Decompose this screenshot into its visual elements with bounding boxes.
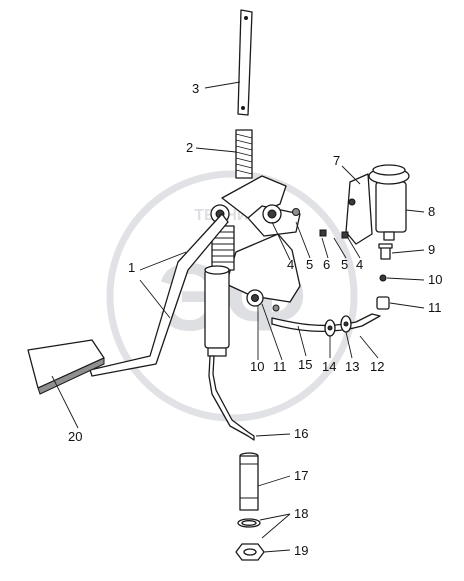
part-rod bbox=[237, 9, 253, 116]
part-nut bbox=[235, 543, 265, 561]
callout-label: 7 bbox=[333, 153, 340, 168]
part-fittings bbox=[319, 229, 393, 310]
part-reservoir-bracket bbox=[345, 173, 373, 245]
callout-label: 20 bbox=[68, 429, 82, 444]
callout-label: 16 bbox=[294, 426, 308, 441]
callout-label: 12 bbox=[370, 359, 384, 374]
part-pedal-pad bbox=[27, 339, 105, 395]
part-seal-ring bbox=[237, 518, 261, 528]
callout-label: 10 bbox=[428, 272, 442, 287]
part-hydraulic-line bbox=[208, 355, 255, 441]
callout-label: 10 bbox=[250, 359, 264, 374]
callout-label: 8 bbox=[428, 204, 435, 219]
part-reservoir bbox=[368, 164, 410, 241]
callout-label: 17 bbox=[294, 468, 308, 483]
callout-label: 4 bbox=[356, 257, 363, 272]
callout-label: 18 bbox=[294, 506, 308, 521]
callout-label: 19 bbox=[294, 543, 308, 558]
callout-label: 3 bbox=[192, 81, 199, 96]
callout-label: 9 bbox=[428, 242, 435, 257]
callout-label: 5 bbox=[306, 257, 313, 272]
part-pedal-bracket bbox=[210, 175, 301, 312]
callout-label: 11 bbox=[273, 359, 287, 374]
watermark: ТЕХНИКА ЭФ bbox=[106, 170, 358, 422]
callout-label: 5 bbox=[341, 257, 348, 272]
callout-label: 1 bbox=[128, 260, 135, 275]
part-pedal-lever bbox=[89, 213, 229, 377]
callout-label: 4 bbox=[287, 257, 294, 272]
leader-lines bbox=[51, 81, 425, 553]
callout-label: 2 bbox=[186, 140, 193, 155]
part-spring bbox=[235, 129, 253, 179]
callout-label: 15 bbox=[298, 357, 312, 372]
callout-label: 13 bbox=[345, 359, 359, 374]
callout-label: 11 bbox=[428, 300, 442, 315]
part-master-cylinder bbox=[204, 225, 235, 357]
part-feed-pipe bbox=[271, 313, 381, 337]
callout-labels: 1 2 3 4 4 5 5 6 7 8 9 10 10 11 11 12 13 … bbox=[68, 81, 442, 558]
callout-label: 6 bbox=[323, 257, 330, 272]
part-hose bbox=[239, 452, 259, 511]
callout-label: 14 bbox=[322, 359, 336, 374]
